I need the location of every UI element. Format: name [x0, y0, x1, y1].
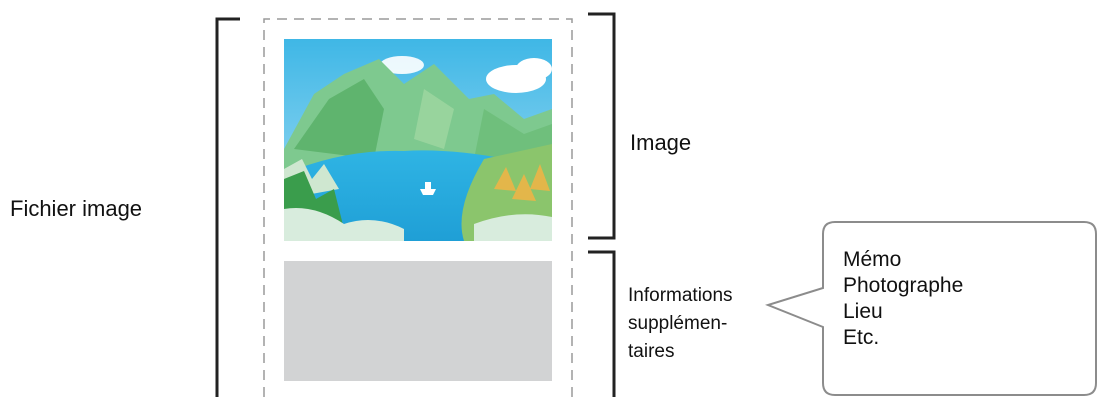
file-label: Fichier image [10, 196, 143, 221]
callout-bubble [765, 221, 1097, 396]
callout-text: Mémo Photographe Lieu Etc. [843, 247, 963, 351]
callout-item: Lieu [843, 300, 883, 323]
landscape-image [284, 39, 552, 241]
info-bracket [588, 250, 616, 397]
image-bracket [588, 12, 616, 240]
info-label: Informations supplémen- taires [628, 282, 733, 366]
image-label: Image [630, 130, 692, 155]
dashed-file-frame [263, 18, 573, 397]
callout-item: Photographe [843, 274, 964, 297]
callout-item: Etc. [843, 326, 880, 349]
info-label-line: taires [628, 341, 675, 362]
info-label-line: supplémen- [628, 313, 728, 334]
supplementary-info-box [284, 261, 552, 381]
callout-item: Mémo [843, 248, 902, 271]
file-bracket [215, 17, 240, 397]
info-label-line: Informations [628, 285, 733, 306]
